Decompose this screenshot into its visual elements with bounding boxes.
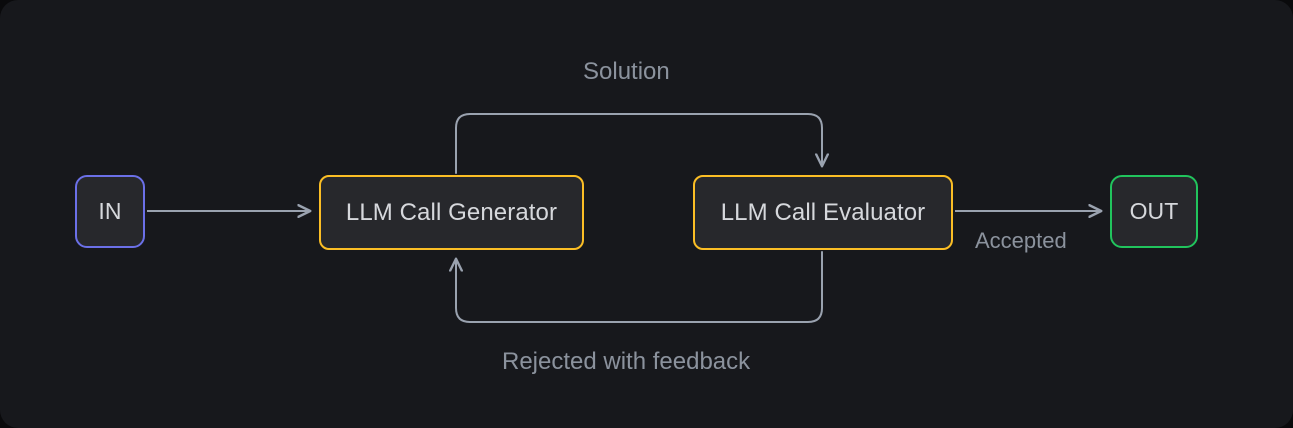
edge-label-solution: Solution — [583, 58, 670, 85]
node-out-label: OUT — [1129, 198, 1179, 224]
edge-label-rejected-with-feedback: Rejected with feedback — [502, 348, 751, 375]
node-llm-call-generator[interactable]: LLM Call Generator — [319, 175, 584, 250]
node-llm-call-generator-label: LLM Call Generator — [345, 198, 558, 226]
node-llm-call-evaluator-label: LLM Call Evaluator — [720, 198, 926, 226]
edge-evaluator-to-generator — [456, 251, 823, 323]
node-in[interactable]: IN — [75, 175, 145, 248]
edge-generator-to-evaluator — [455, 113, 822, 174]
node-out[interactable]: OUT — [1110, 175, 1198, 248]
edge-label-accepted: Accepted — [975, 228, 1067, 253]
node-in-label: IN — [98, 198, 122, 224]
node-llm-call-evaluator[interactable]: LLM Call Evaluator — [693, 175, 953, 250]
